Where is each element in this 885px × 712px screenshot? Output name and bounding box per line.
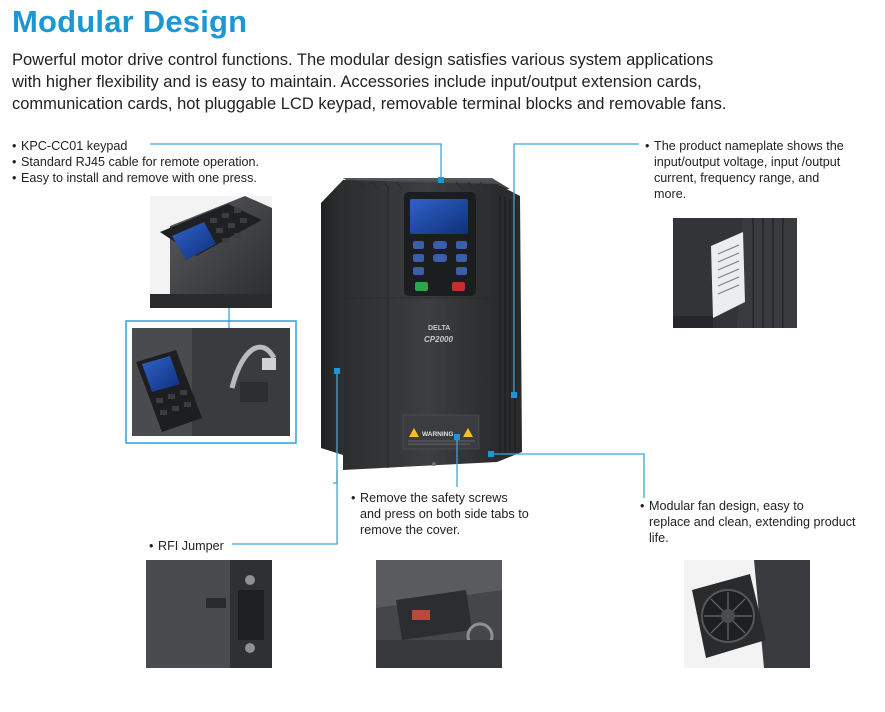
fan-callout-line: life. xyxy=(649,531,669,545)
drive-top xyxy=(343,178,510,189)
drive-model-label: CP2000 xyxy=(424,335,453,344)
rfi-photo xyxy=(146,560,272,668)
drive-heatsink xyxy=(497,184,522,462)
drive-left-side xyxy=(321,180,343,455)
rfi-callout: •RFI Jumper xyxy=(149,539,224,553)
top-vents xyxy=(359,181,486,189)
fan-callout: •Modular fan design, easy to replace and… xyxy=(640,499,856,545)
intro-paragraph: Powerful motor drive control functions. … xyxy=(12,49,872,115)
page-title: Modular Design xyxy=(12,4,248,39)
nameplate-callout-line: input/output voltage, input /output xyxy=(654,155,841,169)
nameplate-callout-line: The product nameplate shows the xyxy=(654,139,844,153)
cover-photo xyxy=(376,560,502,668)
cover-callout-line: Remove the safety screws xyxy=(360,491,508,505)
keypad-photo xyxy=(150,196,272,308)
drive-front xyxy=(343,180,497,470)
keypad-cable-photo xyxy=(132,328,290,436)
fan-callout-line: Modular fan design, easy to xyxy=(649,499,804,513)
fan-callout-line: replace and clean, extending product xyxy=(649,515,856,529)
drive-keypad-screen xyxy=(410,199,468,234)
nameplate-callout: •The product nameplate shows the input/o… xyxy=(645,139,844,201)
drive-keypad-buttons xyxy=(413,241,467,275)
nameplate-callout-line: more. xyxy=(654,187,687,201)
warning-label xyxy=(402,414,480,450)
keypad-callout-line: Standard RJ45 cable for remote operation… xyxy=(21,155,260,169)
intro-line: communication cards, hot pluggable LCD k… xyxy=(12,95,727,113)
keypad-callout: •KPC-CC01 keypad •Standard RJ45 cable fo… xyxy=(12,139,260,185)
rfi-callout-line: RFI Jumper xyxy=(158,539,224,553)
nameplate-photo xyxy=(673,218,797,328)
nameplate-callout-line: current, frequency range, and xyxy=(654,171,820,185)
drive-keypad xyxy=(404,192,476,296)
fan-photo xyxy=(684,560,810,668)
cover-callout-line: remove the cover. xyxy=(360,523,461,537)
keypad-callout-line: Easy to install and remove with one pres… xyxy=(21,171,257,185)
drive-brand-label: DELTA xyxy=(428,325,450,332)
heatsink-fins xyxy=(499,195,516,455)
warning-text: WARNING xyxy=(422,431,453,438)
cover-callout: •Remove the safety screws and press on b… xyxy=(351,491,529,537)
intro-line: with higher flexibility and is easy to m… xyxy=(12,73,702,91)
keypad-callout-line: KPC-CC01 keypad xyxy=(21,139,128,153)
cover-callout-line: and press on both side tabs to xyxy=(360,507,529,521)
intro-line: Powerful motor drive control functions. … xyxy=(12,51,714,69)
